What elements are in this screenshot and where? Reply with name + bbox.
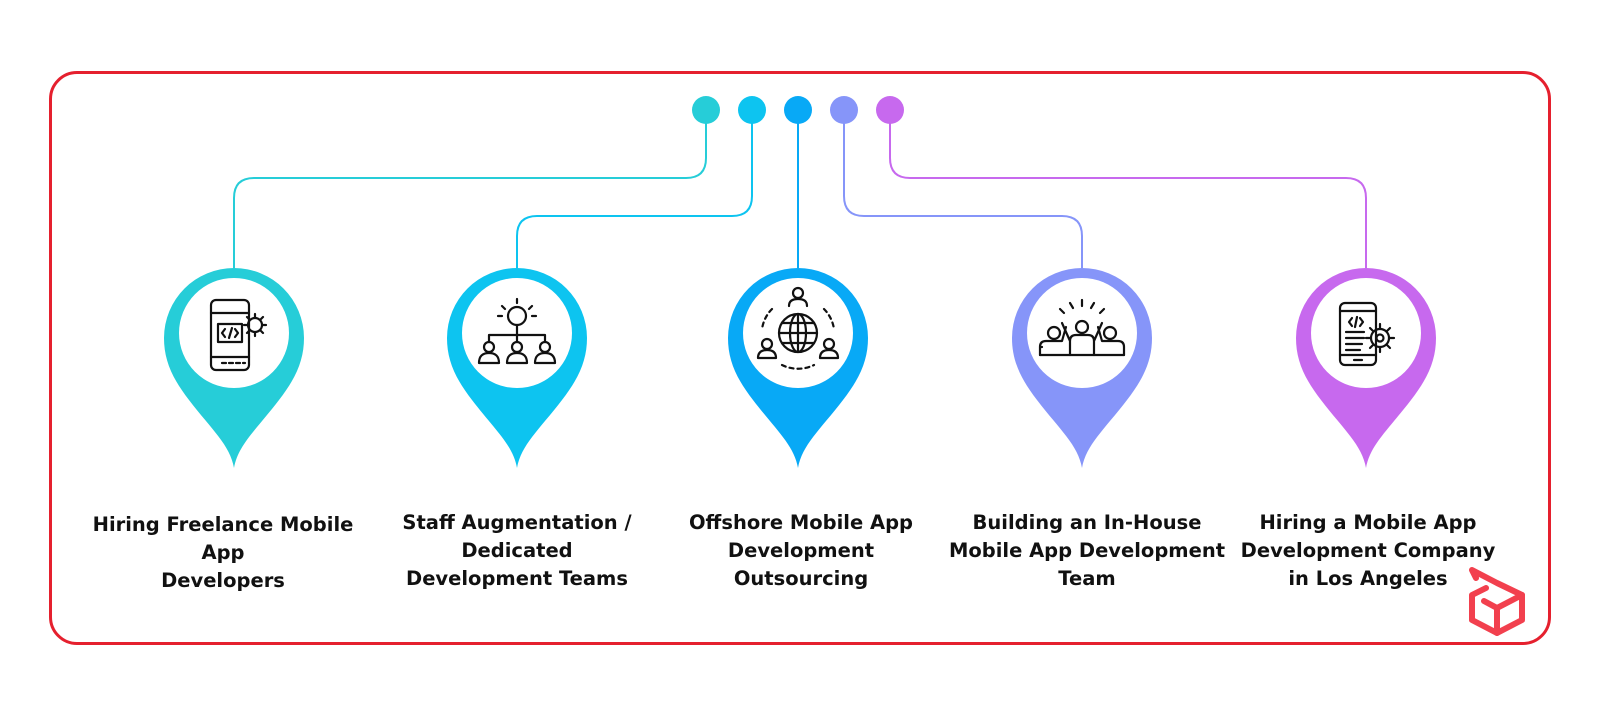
connector-2: [516, 110, 753, 268]
pin-4: [1012, 268, 1152, 468]
connector-5: [889, 110, 1367, 268]
item-title-5-line-2: Development Company: [1240, 539, 1496, 562]
step-dot-2: [738, 96, 766, 124]
team-celebration-icon: [1038, 298, 1126, 357]
item-title-5-line-3: in Los Angeles: [1288, 567, 1448, 590]
pin-5: [1296, 268, 1436, 468]
item-title-1-line-1: Hiring Freelance Mobile App: [92, 513, 354, 564]
pin-2: [447, 268, 587, 468]
item-title-3-line-1: Offshore Mobile App: [688, 511, 914, 534]
item-title-2-line-3: Development Teams: [406, 567, 628, 590]
cube-logo-icon: [1469, 567, 1525, 636]
item-title-3: Offshore Mobile App Development Outsourc…: [651, 509, 951, 593]
item-title-1-line-2: Developers: [161, 569, 285, 592]
step-dot-4: [830, 96, 858, 124]
step-dot-1: [692, 96, 720, 124]
item-title-2-line-2: Dedicated: [461, 539, 573, 562]
item-title-4-line-3: Team: [1058, 567, 1116, 590]
global-team-icon: [756, 286, 840, 370]
connectors: [233, 110, 1367, 268]
item-title-4-line-1: Building an In-House: [972, 511, 1202, 534]
step-dot-3: [784, 96, 812, 124]
item-title-5: Hiring a Mobile App Development Company …: [1218, 509, 1518, 593]
mobile-document-gear-icon: [1338, 301, 1396, 367]
item-title-5-line-1: Hiring a Mobile App: [1259, 511, 1477, 534]
pin-1: [164, 268, 304, 468]
item-title-4-line-2: Mobile App Development: [948, 539, 1226, 562]
pin-3: [728, 268, 868, 468]
step-dot-5: [876, 96, 904, 124]
item-title-3-line-3: Outsourcing: [733, 567, 869, 590]
connector-4: [843, 110, 1083, 268]
item-title-2-line-1: Staff Augmentation /: [402, 511, 632, 534]
item-title-3-line-2: Development: [727, 539, 875, 562]
team-hierarchy-icon: [477, 297, 557, 365]
content-frame: [49, 71, 1551, 645]
connector-1: [233, 110, 707, 268]
step-dots: [692, 96, 904, 124]
item-title-1: Hiring Freelance Mobile App Developers: [73, 511, 373, 595]
item-title-2: Staff Augmentation / Dedicated Developme…: [367, 509, 667, 593]
item-title-4: Building an In-House Mobile App Developm…: [937, 509, 1237, 593]
mobile-code-gear-icon: [209, 298, 268, 372]
